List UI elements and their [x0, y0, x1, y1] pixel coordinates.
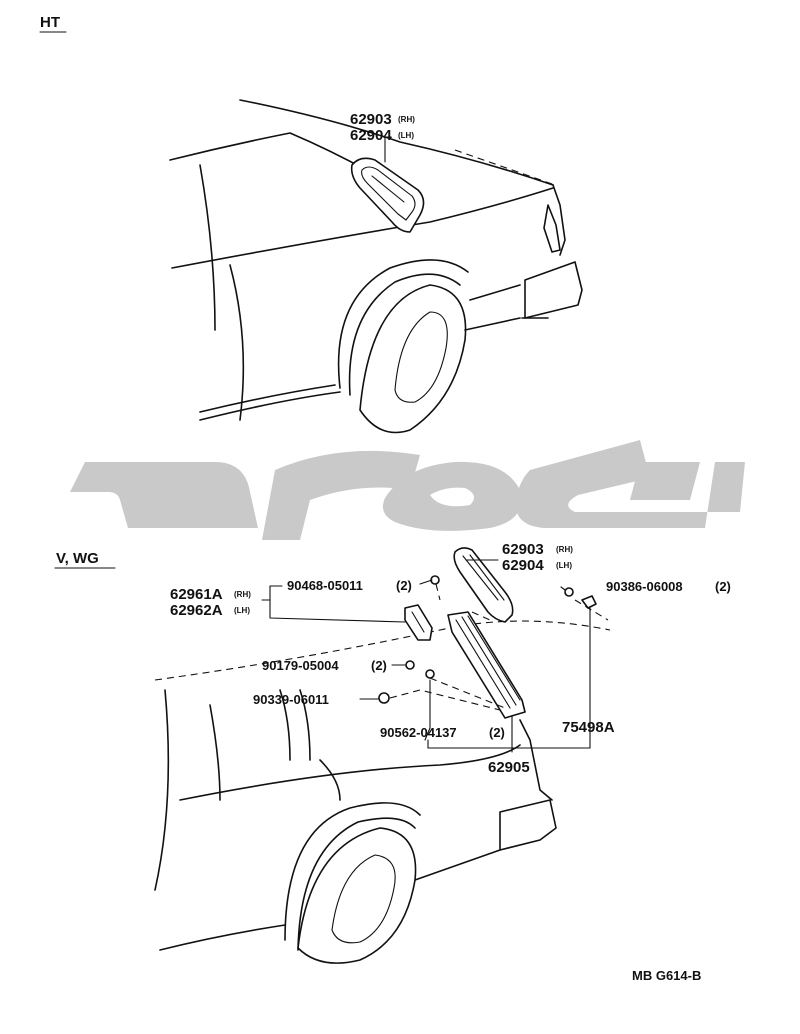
vwg-label-90339: 90339-06011: [253, 692, 329, 707]
section-title-ht: HT: [40, 14, 60, 31]
guide-line: [429, 677, 506, 709]
ht-car-body: [169, 99, 583, 434]
screw-75498-icon: [581, 595, 597, 609]
leader-lines: [261, 559, 591, 753]
svg-text:(RH): (RH): [234, 590, 251, 599]
vwg-label-90386: 90386-06008 (2): [606, 579, 731, 594]
vwg-side-garnish: [447, 611, 526, 719]
svg-text:90179-05004: 90179-05004: [262, 658, 339, 673]
watermark-logo: [70, 440, 745, 540]
vwg-car-body: [154, 620, 611, 964]
ht-label-62903: 62903 (RH): [350, 111, 415, 128]
svg-text:90468-05011: 90468-05011: [287, 578, 363, 593]
vwg-roof-garnish: [453, 547, 514, 623]
guide-line: [435, 583, 441, 601]
vwg-label-90562: 90562-04137 (2): [380, 725, 505, 740]
ht-label-62904: 62904 (LH): [350, 127, 414, 144]
guide-line: [389, 689, 501, 711]
vwg-label-90468: 90468-05011 (2): [287, 578, 412, 593]
nut-90386-icon: [564, 587, 574, 597]
guide-line: [574, 599, 609, 621]
svg-text:90386-06008: 90386-06008: [606, 579, 683, 594]
svg-text:90562-04137: 90562-04137: [380, 725, 457, 740]
svg-text:(2): (2): [715, 579, 731, 594]
vwg-label-90179: 90179-05004 (2): [262, 658, 387, 673]
figure-code: MB G614-B: [632, 968, 701, 983]
svg-text:62904: 62904: [502, 557, 544, 574]
vwg-label-75498a: 75498A: [562, 719, 615, 736]
svg-text:(2): (2): [396, 578, 412, 593]
nut-90179-icon: [405, 660, 415, 670]
svg-text:62903: 62903: [350, 111, 392, 128]
vwg-label-62961a: 62961A (RH): [170, 586, 251, 603]
vwg-bracket: [404, 604, 433, 641]
svg-text:(LH): (LH): [234, 606, 250, 615]
vwg-label-62904: 62904 (LH): [502, 557, 572, 574]
svg-text:62961A: 62961A: [170, 586, 223, 603]
svg-text:(RH): (RH): [398, 115, 415, 124]
guide-line: [471, 611, 491, 621]
svg-text:(2): (2): [489, 725, 505, 740]
vwg-label-62905: 62905: [488, 759, 530, 776]
svg-text:(RH): (RH): [556, 545, 573, 554]
svg-text:(2): (2): [371, 658, 387, 673]
vwg-label-62903: 62903 (RH): [502, 541, 573, 558]
svg-text:62962A: 62962A: [170, 602, 223, 619]
svg-text:62903: 62903: [502, 541, 544, 558]
bolt-90339-icon: [378, 692, 390, 704]
clip-90562-icon: [425, 669, 435, 679]
svg-text:(LH): (LH): [398, 131, 414, 140]
section-title-vwg: V, WG: [56, 550, 99, 567]
vwg-label-62962a: 62962A (LH): [170, 602, 250, 619]
svg-text:62904: 62904: [350, 127, 392, 144]
svg-text:(LH): (LH): [556, 561, 572, 570]
ht-roof-garnish: [350, 157, 425, 233]
